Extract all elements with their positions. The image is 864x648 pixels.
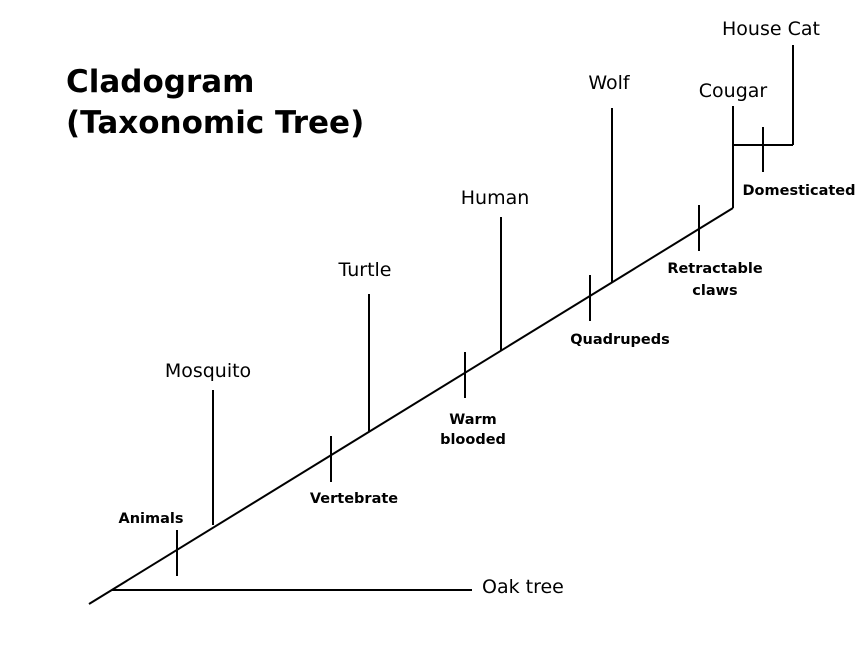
taxon-human: Human (461, 187, 530, 209)
trait-retractable-claws-line1: Retractable (667, 261, 763, 277)
trait-warm-blooded-line1: Warm (449, 412, 497, 428)
taxon-mosquito: Mosquito (165, 360, 251, 382)
taxon-turtle: Turtle (338, 259, 392, 281)
title-line-1: Cladogram (66, 64, 255, 100)
title-line-2: (Taxonomic Tree) (66, 105, 365, 141)
trait-vertebrate: Vertebrate (310, 491, 398, 507)
trait-domesticated: Domesticated (743, 183, 856, 199)
trait-warm-blooded-line2: blooded (440, 432, 506, 448)
main-trunk (88, 207, 734, 605)
diagram-title: Cladogram (Taxonomic Tree) (66, 62, 364, 144)
taxon-cougar: Cougar (699, 80, 768, 102)
trait-retractable-claws-line2: claws (692, 283, 737, 299)
taxon-wolf: Wolf (588, 72, 631, 94)
trait-animals: Animals (118, 511, 183, 527)
taxon-house-cat: House Cat (722, 18, 820, 40)
trait-quadrupeds: Quadrupeds (570, 332, 670, 348)
taxon-oak-tree: Oak tree (482, 576, 564, 598)
